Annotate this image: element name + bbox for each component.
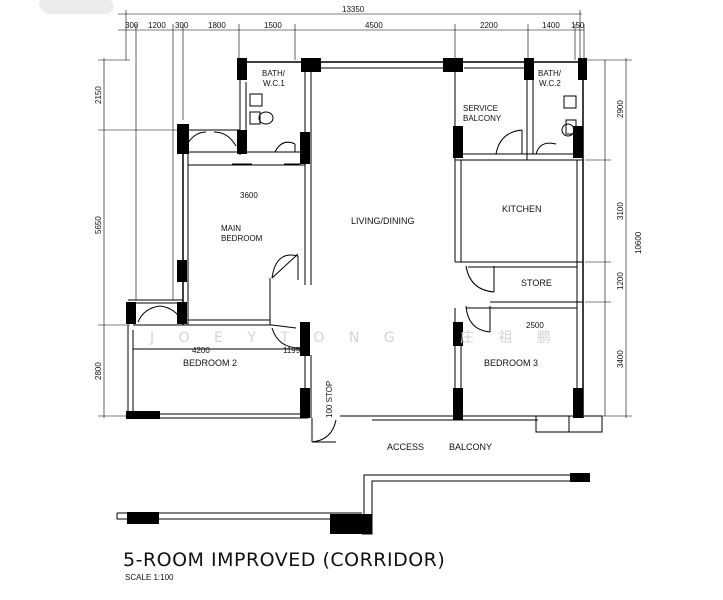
kitchen-label: KITCHEN — [502, 204, 542, 214]
dim-top-5: 1500 — [264, 21, 282, 30]
dim-right-2: 3100 — [616, 202, 625, 220]
left-dimension-lines — [98, 58, 182, 418]
plan-title: 5-ROOM IMPROVED (CORRIDOR) — [123, 549, 445, 571]
dim-top-8: 1400 — [542, 21, 560, 30]
bath1-label-2: W.C.1 — [263, 79, 285, 88]
dim-left-2: 5650 — [94, 216, 103, 234]
dim-overall-top: 13350 — [342, 5, 365, 14]
dim-right-1: 2900 — [616, 100, 625, 118]
watermark: J O E Y T O N G — [149, 330, 405, 346]
balcony-label: BALCONY — [449, 442, 492, 452]
bedroom3-label: BEDROOM 3 — [484, 358, 538, 368]
bath2-label-2: W.C.2 — [539, 79, 561, 88]
service-balcony-label-1: SERVICE — [463, 104, 498, 113]
door-stop-label: 100 STOP — [325, 381, 334, 418]
corner-tab — [39, 0, 114, 14]
dim-passage: 1199 — [283, 346, 301, 355]
dim-top-7: 2200 — [480, 21, 498, 30]
dim-top-3: 300 — [175, 21, 189, 30]
top-dimension-lines — [118, 10, 585, 300]
corridor-outline — [116, 473, 590, 535]
living-dining-label: LIVING/DINING — [351, 216, 415, 226]
dim-top-2: 1200 — [148, 21, 166, 30]
dim-right-4: 3400 — [616, 350, 625, 368]
wall-lines — [127, 61, 603, 433]
store-label: STORE — [521, 278, 552, 288]
bath1-label-1: BATH/ — [262, 69, 286, 78]
bath2-label-1: BATH/ — [538, 69, 562, 78]
dim-bedroom2-width: 4200 — [192, 346, 210, 355]
main-bedroom-label-2: BEDROOM — [221, 234, 263, 243]
dim-right-3: 1200 — [616, 272, 625, 290]
dim-main-bedroom-width: 3600 — [240, 191, 258, 200]
dim-top-1: 300 — [125, 21, 139, 30]
dim-top-6: 4500 — [365, 21, 383, 30]
dim-top-4: 1800 — [208, 21, 226, 30]
dim-top-9: 150 — [571, 21, 585, 30]
right-dimension-lines — [585, 58, 632, 418]
dim-bedroom3-width: 2500 — [526, 321, 544, 330]
dim-left-3: 2800 — [94, 362, 103, 380]
bedroom2-label: BEDROOM 2 — [183, 358, 237, 368]
dim-left-1: 2150 — [94, 86, 103, 104]
service-balcony-label-2: BALCONY — [463, 114, 502, 123]
structural-columns — [126, 58, 587, 420]
bath-fixtures — [232, 93, 577, 165]
main-bedroom-label-1: MAIN — [221, 224, 241, 233]
access-label: ACCESS — [387, 442, 424, 452]
dim-right-overall: 10600 — [634, 231, 643, 254]
watermark-chinese: 庄 祖 鹏 — [460, 329, 561, 346]
door-swings — [137, 129, 557, 443]
plan-scale: SCALE 1:100 — [125, 573, 174, 582]
